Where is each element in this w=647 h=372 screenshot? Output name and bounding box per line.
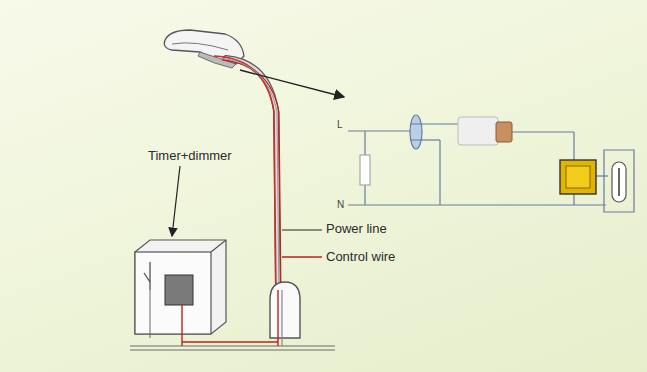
lamp-tube-symbol [612,162,626,202]
leader-line [282,229,322,230]
ground-line [130,346,335,350]
ballast-symbol [560,160,596,194]
leader-line [172,166,180,236]
device-label: Timer+dimmer [148,149,232,163]
terminal-label: N [337,199,344,210]
pole-base [270,282,300,346]
capacitor-symbol [360,155,370,185]
zoom-arrow [240,70,344,97]
ignitor-symbol [458,117,512,145]
lamp-head [164,30,244,68]
terminal-label: L [337,119,343,130]
wire-label: Power line [326,222,387,236]
leader-line [282,256,322,257]
wire-label: Control wire [326,250,395,264]
fuse-symbol [410,115,422,149]
timer-dimmer-box [135,240,278,346]
